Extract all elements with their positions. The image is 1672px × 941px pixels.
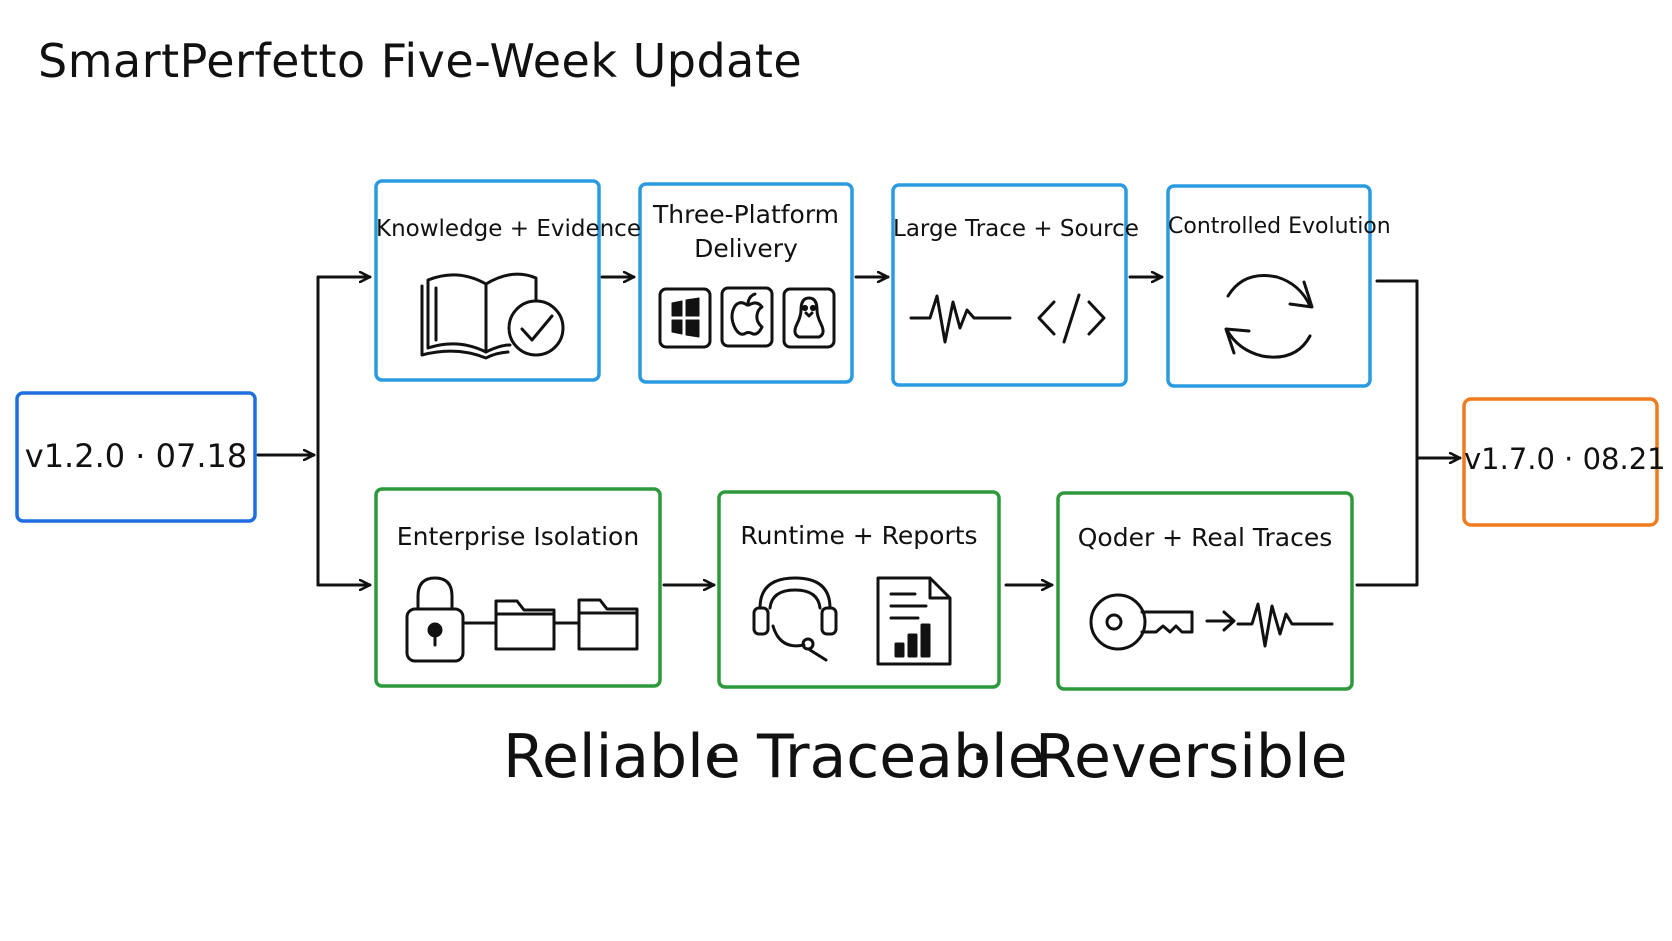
open-book-icon bbox=[420, 272, 538, 360]
boxes bbox=[15, 179, 1659, 691]
refresh-icon bbox=[1224, 274, 1314, 359]
code-icon bbox=[1037, 293, 1106, 344]
bottom-stage-label-3: Qoder + Real Traces bbox=[1077, 523, 1333, 552]
bottom-stage-box-3 bbox=[1056, 491, 1354, 691]
footer-separator-1: · bbox=[704, 722, 724, 792]
start-version-label: v1.2.0 · 07.18 bbox=[24, 437, 248, 475]
top-stage-box-3 bbox=[891, 183, 1128, 387]
icons bbox=[405, 272, 1334, 666]
footer-item-reliable: Reliable bbox=[503, 722, 741, 792]
report-chart-icon bbox=[876, 576, 952, 666]
footer-item-reversible: Reversible bbox=[1035, 722, 1348, 792]
bottom-stage-label-2: Runtime + Reports bbox=[740, 521, 978, 550]
bottom-stage-label-1: Enterprise Isolation bbox=[396, 522, 640, 551]
top-stage-label-2: Three-Platform Delivery bbox=[652, 200, 840, 263]
top-stage-label-4: Controlled Evolution bbox=[1168, 214, 1391, 239]
linux-icon bbox=[782, 287, 836, 349]
footer-item-traceable: Traceable bbox=[757, 722, 1045, 792]
connector-top-to-merge bbox=[1355, 279, 1419, 587]
headset-icon bbox=[752, 576, 838, 662]
footer-separator-2: · bbox=[970, 722, 990, 792]
top-stage-box-1 bbox=[374, 179, 601, 382]
top-stage-box-2 bbox=[638, 182, 854, 384]
bottom-stage-box-2 bbox=[717, 490, 1001, 689]
end-version-label: v1.7.0 · 08.21 bbox=[1464, 442, 1666, 476]
end-version-box bbox=[1462, 397, 1659, 527]
windows-icon bbox=[658, 287, 712, 349]
waveform-icon bbox=[1236, 602, 1334, 648]
start-version-box bbox=[15, 391, 257, 523]
apple-icon bbox=[720, 286, 774, 348]
top-stage-label-3: Large Trace + Source bbox=[893, 216, 1139, 242]
connectors bbox=[256, 277, 1462, 587]
arrow-right-icon bbox=[1205, 610, 1236, 632]
key-icon bbox=[1089, 593, 1194, 651]
folder-icon bbox=[577, 598, 639, 651]
waveform-icon bbox=[909, 294, 1012, 344]
check-circle-icon bbox=[507, 299, 565, 357]
bottom-stage-box-1 bbox=[374, 487, 662, 688]
top-stage-box-4 bbox=[1166, 184, 1372, 388]
page-title: SmartPerfetto Five-Week Update bbox=[38, 34, 803, 88]
padlock-icon bbox=[405, 576, 465, 663]
top-stage-label-1: Knowledge + Evidence bbox=[376, 216, 641, 242]
folder-icon bbox=[494, 599, 556, 651]
